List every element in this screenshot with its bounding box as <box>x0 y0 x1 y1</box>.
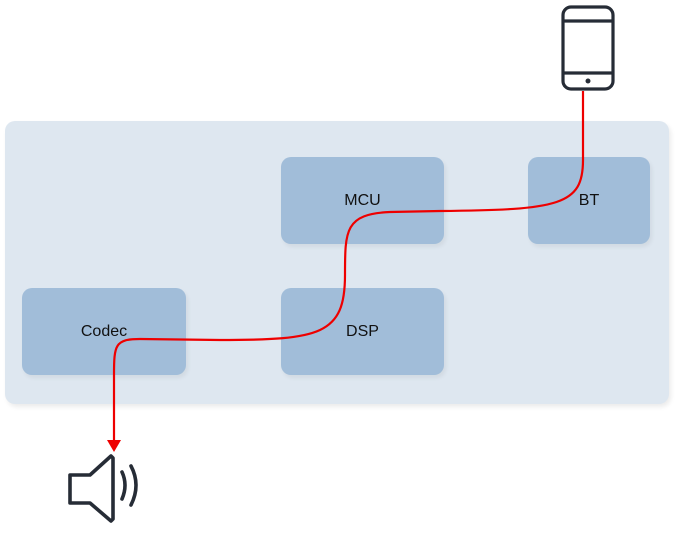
speaker-icon <box>68 454 138 523</box>
signal-path <box>112 91 585 440</box>
codec-label: Codec <box>80 322 128 340</box>
bt-label: BT <box>578 191 600 209</box>
signal-arrowhead <box>107 440 121 452</box>
smartphone-icon <box>561 5 615 91</box>
mcu-block: MCU <box>281 157 444 244</box>
codec-block: Codec <box>22 288 186 375</box>
bt-block: BT <box>528 157 650 244</box>
dsp-block: DSP <box>281 288 444 375</box>
dsp-label: DSP <box>346 322 379 340</box>
mcu-label: MCU <box>344 191 381 209</box>
